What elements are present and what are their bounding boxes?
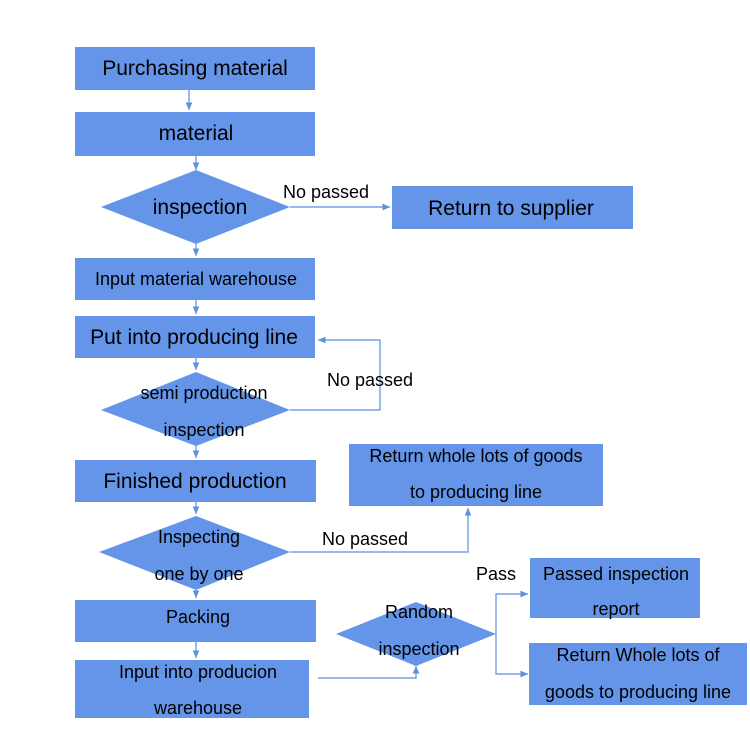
- node-packing: Packing: [75, 600, 316, 642]
- node-label-line-2: report: [592, 599, 639, 619]
- edge-semi-inspection-loop-back: [290, 336, 381, 411]
- node-label-line-1: semi production: [140, 383, 267, 403]
- node-box: [75, 316, 315, 358]
- node-label: inspection: [153, 196, 248, 219]
- node-label: Input material warehouse: [95, 269, 297, 289]
- node-box: [530, 558, 700, 618]
- node-label-line-1: Passed inspection: [543, 564, 689, 584]
- node-input-material-warehouse: Input material warehouse: [75, 258, 315, 300]
- node-box: [349, 444, 603, 506]
- node-return-whole-lots-to-line-2: Return Whole lots of goods to producing …: [529, 643, 747, 705]
- node-finished-production: Finished production: [75, 460, 316, 502]
- node-label-line-2: goods to producing line: [545, 682, 731, 702]
- node-label: Finished production: [103, 470, 286, 493]
- node-passed-inspection-report: Passed inspection report: [530, 558, 700, 619]
- node-label: Put into producing line: [90, 326, 298, 349]
- decision-diamond: [336, 602, 496, 666]
- node-inspection-decision: inspection: [101, 170, 290, 244]
- node-label: Purchasing material: [102, 57, 288, 80]
- node-put-into-producing-line: Put into producing line: [75, 316, 315, 358]
- decision-diamond: [101, 170, 290, 244]
- node-label-line-1: Return whole lots of goods: [369, 446, 582, 466]
- node-box: [75, 112, 315, 156]
- node-random-inspection: Random inspection: [336, 602, 496, 666]
- edge-label-no-passed-supplier: No passed: [283, 182, 369, 202]
- node-label-line-2: warehouse: [153, 698, 242, 718]
- node-label-line-1: Random: [385, 602, 453, 622]
- edge-random-to-passed-report: [495, 590, 528, 634]
- node-box: [75, 660, 309, 718]
- node-input-into-production-warehouse: Input into producion warehouse: [75, 660, 309, 718]
- node-label: Return to supplier: [428, 197, 594, 220]
- decision-diamond: [101, 372, 290, 446]
- edge-label-no-passed-semi: No passed: [327, 370, 413, 390]
- node-box: [75, 47, 315, 90]
- edges: [185, 90, 528, 679]
- node-return-whole-lots-to-line: Return whole lots of goods to producing …: [349, 444, 603, 506]
- node-label: Packing: [166, 607, 230, 627]
- node-box: [392, 186, 633, 229]
- node-purchasing-material: Purchasing material: [75, 47, 315, 90]
- edge-random-to-return-lots-2: [495, 634, 528, 678]
- edge-label-pass: Pass: [476, 564, 516, 584]
- node-label-line-1: Return Whole lots of: [556, 645, 720, 665]
- node-semi-production-inspection: semi production inspection: [101, 372, 290, 446]
- node-inspecting-one-by-one: Inspecting one by one: [99, 516, 290, 590]
- node-return-to-supplier: Return to supplier: [392, 186, 633, 229]
- node-label-line-2: one by one: [154, 564, 243, 584]
- node-label-line-2: to producing line: [410, 482, 542, 502]
- node-material: material: [75, 112, 315, 156]
- edge-label-no-passed-finished: No passed: [322, 529, 408, 549]
- node-box: [75, 258, 315, 300]
- node-label: material: [159, 122, 234, 145]
- node-label-line-2: inspection: [378, 639, 459, 659]
- node-box: [75, 600, 316, 642]
- node-label-line-1: Input into producion: [119, 662, 277, 682]
- edge-inspecting-to-return-lots: [290, 507, 472, 553]
- edge-warehouse-to-random: [318, 666, 420, 679]
- node-box: [75, 460, 316, 502]
- node-label-line-2: inspection: [163, 420, 244, 440]
- decision-diamond: [99, 516, 290, 590]
- node-label-line-1: Inspecting: [158, 527, 240, 547]
- node-box: [529, 643, 747, 705]
